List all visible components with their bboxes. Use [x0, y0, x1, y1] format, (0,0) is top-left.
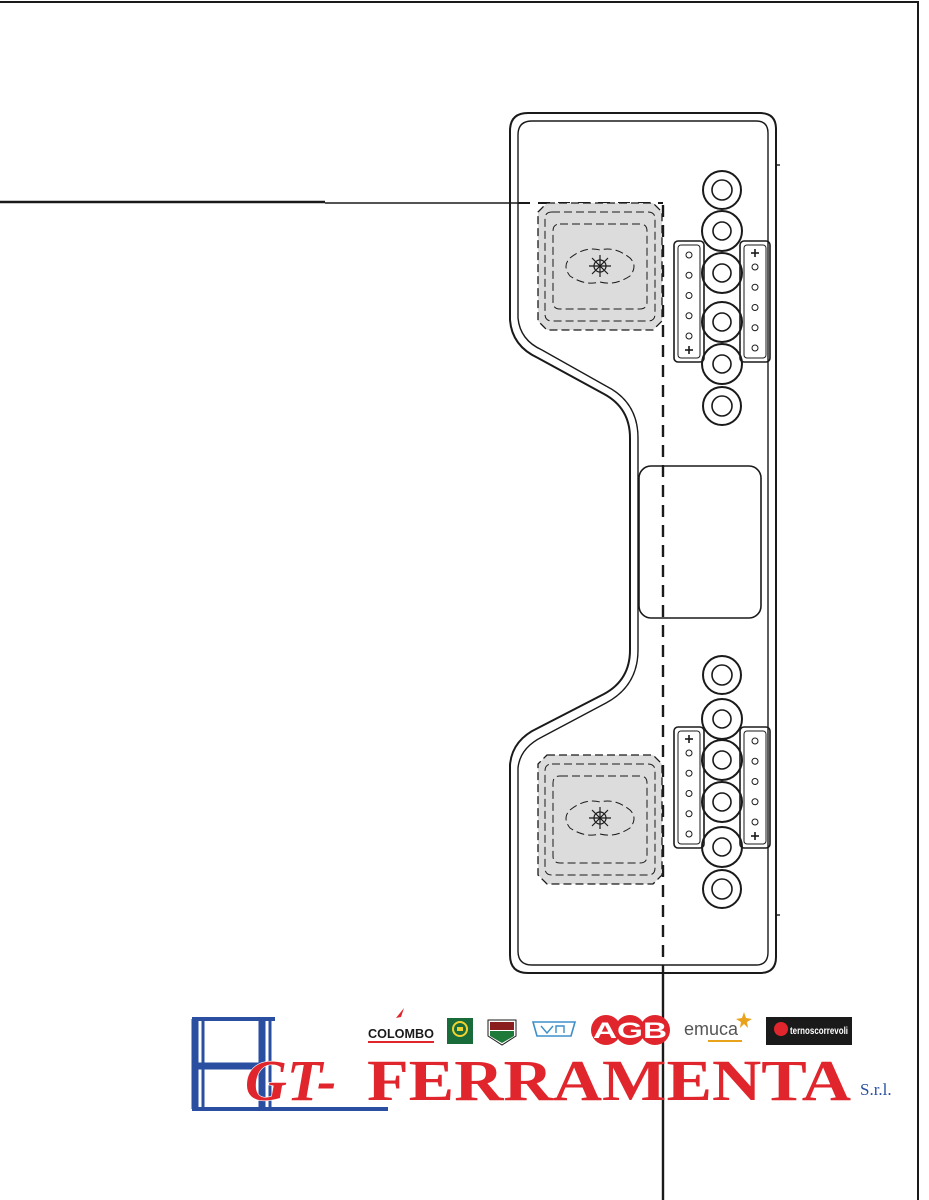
screw-hole	[702, 655, 742, 695]
screw-holes-top	[701, 170, 743, 426]
screw-hole	[701, 343, 743, 385]
adjustment-slot-inner	[677, 730, 701, 845]
screw-hole	[702, 869, 742, 909]
partner-emuca: emuca	[684, 1012, 752, 1042]
adjustment-slot	[739, 240, 771, 363]
slot-dot	[685, 749, 693, 757]
slot-dot	[685, 292, 693, 299]
slot-dot	[751, 324, 759, 332]
partner-ternoscorrevoli: ternoscorrevoli	[766, 1017, 852, 1045]
screw-hole	[701, 252, 743, 294]
screw-hole	[701, 698, 743, 740]
slot-dot	[751, 737, 759, 745]
screw-hole	[701, 739, 743, 781]
screw-hole	[702, 170, 742, 210]
adjustment-slots	[673, 240, 771, 849]
screw-hole-inner	[712, 221, 732, 241]
slot-dot	[685, 251, 693, 259]
slot-dot	[685, 810, 693, 818]
logo-mark: GT-	[245, 1048, 336, 1113]
center-window	[638, 465, 762, 619]
slot-dot	[685, 332, 693, 340]
slot-dot	[751, 778, 759, 785]
partner-colombo: COLOMBO	[368, 1008, 434, 1043]
slot-dot	[751, 344, 759, 352]
plate-inner-outline	[517, 120, 769, 966]
screw-hole-inner	[712, 312, 732, 332]
adjustment-slot	[673, 726, 705, 849]
adjustment-slot-inner	[677, 244, 701, 359]
slot-dot	[751, 283, 759, 291]
partner-name: ternoscorrevoli	[790, 1026, 848, 1037]
screw-hole-inner	[712, 263, 732, 283]
partner-badge-maico	[487, 1019, 517, 1046]
adjustment-slot	[673, 240, 705, 363]
cross-screw-icon	[589, 807, 611, 829]
screw-hole	[701, 210, 743, 252]
screw-hole	[701, 301, 743, 343]
partner-agb: AGB	[591, 1015, 670, 1045]
partner-name: AGB	[593, 1018, 667, 1043]
slot-dot	[751, 818, 759, 826]
emuca-star-icon	[736, 1012, 752, 1028]
screw-hole-inner	[712, 792, 732, 812]
logo-suffix: S.r.l.	[860, 1080, 892, 1099]
slot-dot	[751, 757, 759, 765]
partner-badge-blue	[531, 1021, 577, 1037]
screw-holes-bottom	[701, 655, 743, 909]
screw-hole-inner	[711, 395, 733, 417]
partner-name: emuca	[684, 1019, 739, 1039]
adjustment-slot-inner	[743, 730, 767, 845]
plate-outline	[509, 112, 777, 974]
slot-dot	[685, 790, 693, 797]
colombo-mark-icon	[396, 1008, 404, 1018]
slot-dot	[751, 798, 759, 806]
screw-hole	[702, 386, 742, 426]
screw-hole-inner	[711, 664, 733, 686]
cross-screw-icon	[589, 255, 611, 277]
slot-dot	[751, 263, 759, 271]
screw-hole-inner	[712, 709, 732, 729]
company-logo: GT- FERRAMENTA S.r.l. COLOMBO AG	[191, 1008, 892, 1114]
adjustment-slot	[739, 726, 771, 849]
logo-name: FERRAMENTA	[367, 1048, 851, 1113]
slot-dot	[685, 769, 693, 777]
adjustment-slot-inner	[743, 244, 767, 359]
screw-hole-inner	[711, 878, 733, 900]
screw-hole-inner	[712, 750, 732, 770]
slot-dot	[685, 830, 693, 838]
slot-dot	[685, 271, 693, 279]
screw-hole-inner	[712, 837, 732, 857]
slot-dot	[751, 304, 759, 311]
partner-name: COLOMBO	[368, 1026, 434, 1041]
screw-hole	[701, 781, 743, 823]
logo-emblem	[191, 1017, 388, 1111]
screw-hole	[701, 826, 743, 868]
slot-dot	[685, 312, 693, 320]
partner-badge-green	[447, 1018, 473, 1044]
screw-hole-inner	[712, 354, 732, 374]
screw-hole-inner	[711, 179, 733, 201]
